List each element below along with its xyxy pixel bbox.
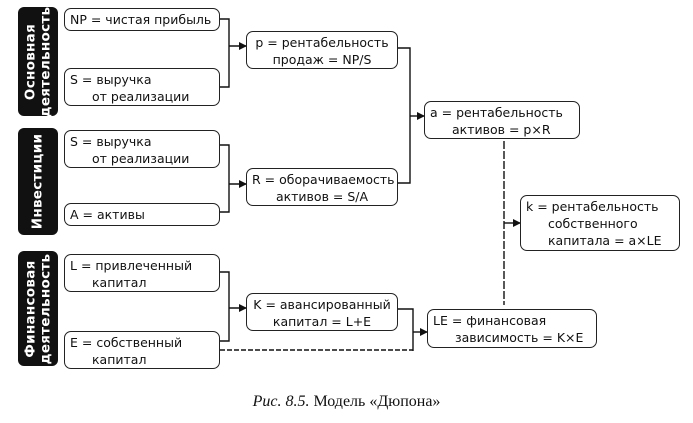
box-text: L = привлеченный: [70, 258, 193, 273]
box-revenue-1: S = выручка от реализации: [64, 68, 220, 106]
caption-title: Модель «Дюпона»: [313, 393, 441, 410]
connector-np: [220, 18, 230, 88]
box-text: капитал: [92, 275, 147, 290]
box-text: S = выручка: [70, 134, 152, 149]
section-investment: Инвестиции: [18, 128, 58, 235]
box-text: от реализации: [92, 151, 190, 166]
section-label: деятельность: [37, 6, 54, 117]
box-asset-turnover: R = оборачиваемость активов = S/A: [246, 168, 398, 206]
section-label: Инвестиции: [29, 133, 46, 230]
connector-s-a: [220, 144, 230, 213]
box-text: собственного: [548, 216, 638, 231]
box-text: k = рентабельность: [526, 199, 659, 214]
box-text: от реализации: [92, 89, 190, 104]
box-text: продаж = NP/S: [272, 52, 372, 67]
box-text: капитал = L+E: [272, 314, 372, 329]
box-text: A = активы: [70, 207, 145, 222]
box-return-on-sales: p = рентабельность продаж = NP/S: [246, 31, 398, 69]
box-revenue-2: S = выручка от реализации: [64, 130, 220, 168]
connector-p-r: [398, 47, 411, 184]
box-assets: A = активы: [64, 203, 220, 226]
section-label: Основная: [22, 23, 39, 100]
connector-k: [398, 308, 414, 351]
box-text: зависимость = K×E: [455, 330, 584, 345]
box-text: p = рентабельность: [255, 35, 389, 50]
box-text: активов = S/A: [275, 189, 369, 204]
box-text: NP = чистая прибыль: [70, 12, 212, 27]
connector-l-e: [220, 271, 230, 342]
box-text: LE = финансовая: [433, 313, 547, 328]
box-return-on-assets: a = рентабельность активов = p×R: [424, 101, 580, 139]
caption-prefix: Рис. 8.5.: [252, 393, 310, 410]
box-text: S = выручка: [70, 72, 152, 87]
box-text: R = оборачиваемость: [252, 172, 395, 187]
figure-caption: Рис. 8.5. Модель «Дюпона»: [0, 393, 693, 411]
box-return-on-equity: k = рентабельность собственного капитала…: [520, 195, 680, 251]
box-equity: E = собственный капитал: [64, 331, 220, 369]
box-text: E = собственный: [70, 335, 183, 350]
box-net-profit: NP = чистая прибыль: [64, 8, 220, 31]
box-text: K = авансированный: [253, 297, 391, 312]
box-financial-leverage: LE = финансовая зависимость = K×E: [427, 309, 597, 348]
box-text: капитала = a×LE: [548, 233, 662, 248]
box-text: a = рентабельность: [430, 105, 563, 120]
box-advanced-capital: K = авансированный капитал = L+E: [246, 293, 398, 331]
box-borrowed-capital: L = привлеченный капитал: [64, 254, 220, 292]
section-label: деятельность: [37, 253, 54, 364]
section-label: Финансовая: [22, 259, 39, 358]
box-text: активов = p×R: [452, 122, 551, 137]
box-text: капитал: [92, 352, 147, 367]
